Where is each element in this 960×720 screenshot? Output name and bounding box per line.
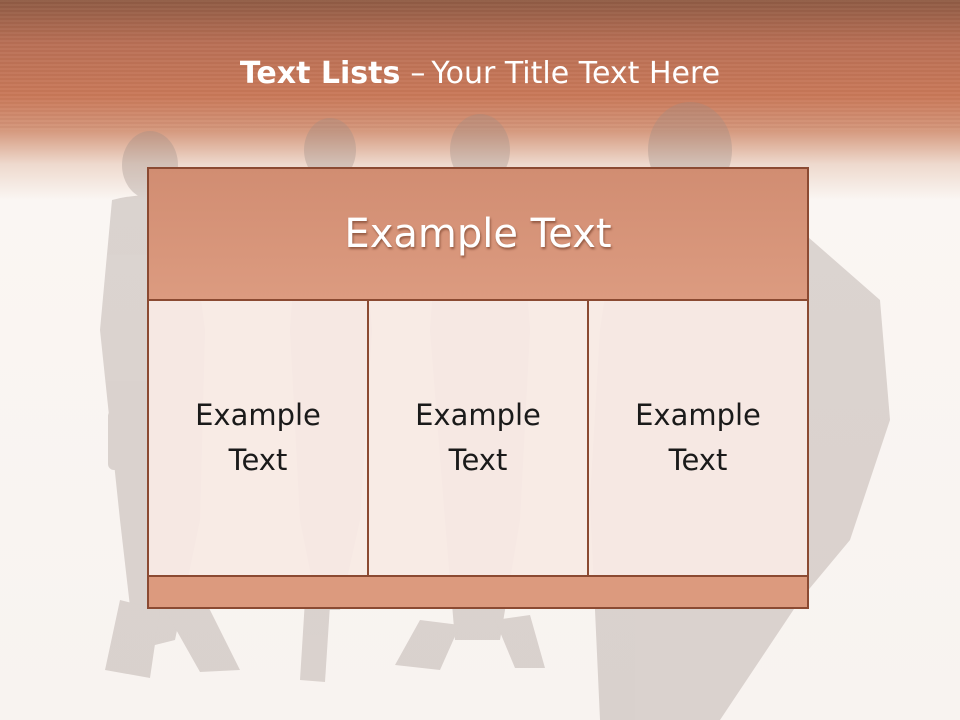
title-separator: – [410, 56, 426, 91]
table-header-text: Example Text [344, 211, 612, 257]
title-rest: Your Title Text Here [431, 56, 721, 91]
slide-title: Text Lists–Your Title Text Here [0, 52, 960, 96]
title-bold: Text Lists [239, 56, 401, 91]
header-stripes [0, 0, 960, 130]
table-header-cell: Example Text [147, 167, 809, 301]
table-footer-bar [147, 575, 809, 609]
header-band [0, 0, 960, 200]
